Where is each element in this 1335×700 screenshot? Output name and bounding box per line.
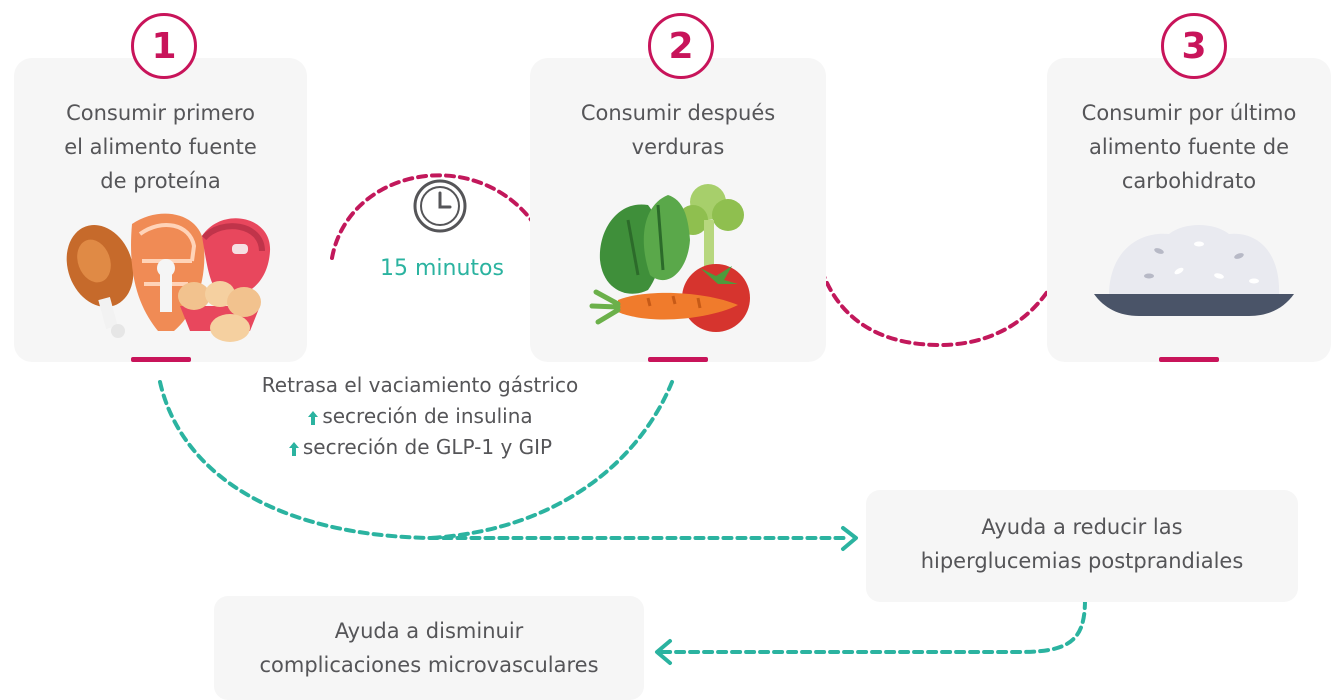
step-2-text: Consumir después verduras — [580, 101, 776, 159]
step-3-underline — [1159, 357, 1219, 362]
effect-insulin-secretion: secreción de insulina — [200, 401, 640, 432]
effect-gastric-emptying: Retrasa el vaciamiento gástrico — [261, 373, 579, 397]
clock-icon — [413, 179, 467, 233]
outcome-reduce-text: Ayuda a reducir las hiperglucemias postp… — [920, 515, 1244, 573]
rice-bowl-illustration — [1094, 225, 1294, 316]
step-3-text: Consumir por último alimento fuente de c… — [1081, 101, 1297, 193]
protein-foods-illustration — [66, 213, 271, 342]
vegetables-illustration — [589, 184, 750, 332]
step-1-text: Consumir primero el alimento fuente de p… — [64, 101, 257, 193]
step-2-badge: 2 — [648, 13, 714, 79]
step-1-underline — [130, 357, 191, 362]
step-card-protein: Consumir primero el alimento fuente de p… — [14, 58, 307, 362]
step-1-badge: 1 — [131, 13, 197, 79]
step-3-badge: 3 — [1161, 13, 1227, 79]
effect-glp1-gip-secretion: secreción de GLP-1 y GIP — [200, 432, 640, 463]
outcome-link-arrowhead — [655, 639, 672, 665]
up-arrow-icon — [288, 441, 299, 456]
step2-effect-arrow — [428, 380, 674, 540]
step1-effect-arrow — [158, 380, 850, 540]
effects-list: Retrasa el vaciamiento gástrico secreció… — [200, 370, 640, 463]
outcome-decrease-text: Ayuda a disminuir complicaciones microva… — [259, 619, 599, 677]
outcome-link-arrow — [658, 598, 1087, 654]
outcome-reduce-hyperglycemia: Ayuda a reducir las hiperglucemias postp… — [866, 490, 1298, 602]
step2-to-step3-arrow — [810, 213, 1075, 348]
outcome-decrease-complications: Ayuda a disminuir complicaciones microva… — [214, 596, 644, 700]
step1-to-step2-arrow — [330, 173, 550, 260]
wait-time-label: 15 minutos — [380, 256, 504, 281]
effect-arrowhead — [841, 526, 858, 551]
up-arrow-icon — [308, 410, 319, 425]
step-card-vegetables: Consumir después verduras — [530, 58, 826, 362]
step-2-underline — [648, 357, 708, 362]
step-card-carbohydrate: Consumir por último alimento fuente de c… — [1047, 58, 1331, 362]
